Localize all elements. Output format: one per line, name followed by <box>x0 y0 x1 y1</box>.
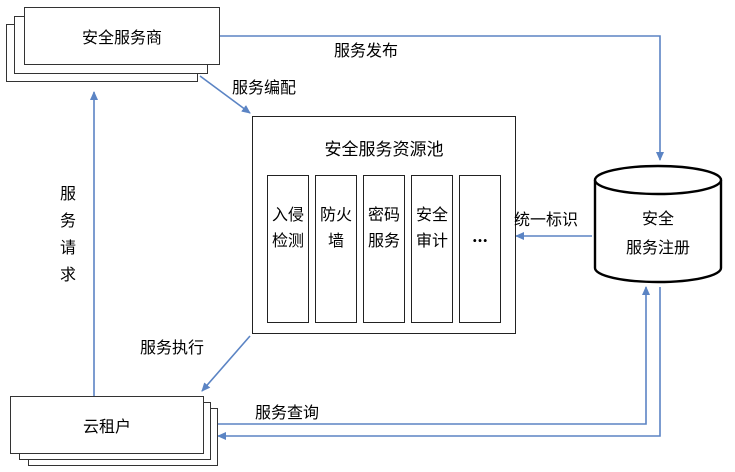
execute-arrow <box>201 335 251 392</box>
tenant-label: 云租户 <box>82 417 131 436</box>
query-up-arrow <box>216 286 650 425</box>
provider-node: 安全服务商 <box>24 7 220 65</box>
request-label: 服 务 请 求 <box>58 180 78 288</box>
resource-pool: 安全服务资源池 入侵检测 防火墙 密码服务 安全审计 … <box>252 116 516 334</box>
compose-label: 服务编配 <box>232 78 297 97</box>
pool-item-audit: 安全审计 <box>411 175 453 323</box>
query-return-arrow <box>217 287 661 440</box>
pool-item-line1: … <box>472 227 488 246</box>
pool-item-intrusion: 入侵检测 <box>267 175 309 323</box>
compose-arrow <box>199 75 251 114</box>
pool-item-line2: 检测 <box>271 231 304 250</box>
registry-cylinder <box>593 164 723 284</box>
registry-line2: 服务注册 <box>625 238 690 257</box>
pool-item-line1: 入侵 <box>271 205 304 224</box>
registry-label: 安全 服务注册 <box>595 204 721 262</box>
publish-label: 服务发布 <box>334 41 399 60</box>
pool-item-crypto: 密码服务 <box>363 175 405 323</box>
pool-item-line2: 墙 <box>327 231 344 250</box>
unified-id-label: 统一标识 <box>514 210 579 229</box>
tenant-node: 云租户 <box>10 396 204 454</box>
request-char: 请 <box>59 238 76 257</box>
pool-item-line2: 服务 <box>367 231 400 250</box>
provider-label: 安全服务商 <box>81 28 162 47</box>
query-label: 服务查询 <box>255 403 320 422</box>
registry-line1: 安全 <box>641 209 674 228</box>
pool-item-line1: 安全 <box>415 205 448 224</box>
pool-item-line1: 防火 <box>319 205 352 224</box>
pool-title: 安全服务资源池 <box>324 140 444 160</box>
pool-item-line1: 密码 <box>367 205 400 224</box>
pool-item-more: … <box>459 175 501 323</box>
execute-label: 服务执行 <box>140 338 205 357</box>
request-char: 服 <box>59 184 76 203</box>
pool-item-firewall: 防火墙 <box>315 175 357 323</box>
request-char: 务 <box>59 211 76 230</box>
publish-arrow <box>220 35 664 161</box>
request-char: 求 <box>59 265 76 284</box>
pool-item-line2: 审计 <box>415 231 448 250</box>
